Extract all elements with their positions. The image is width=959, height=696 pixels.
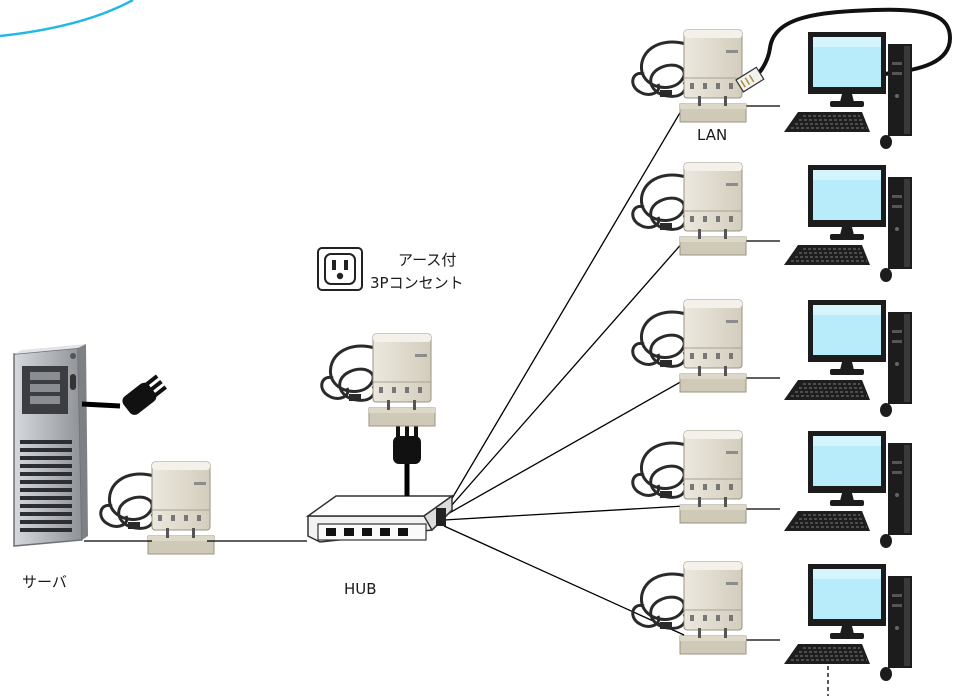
plc-adapter-icon: [631, 298, 748, 394]
desktop-pc-icon: [783, 31, 913, 150]
server-tower-icon: [13, 344, 88, 547]
hub-label: HUB: [344, 580, 377, 598]
plc-adapter-icon: [631, 161, 748, 257]
power-plug-icon: [81, 374, 167, 415]
lan-cable-icon: [735, 7, 953, 93]
desktop-pc-icon: [783, 299, 913, 418]
plc-adapter-icon: [631, 28, 748, 124]
connection-lines: [84, 105, 780, 641]
plc-adapter-icon: [631, 429, 748, 525]
hub-power-plug-icon: [393, 422, 421, 496]
outlet-label-line1: アース付: [398, 251, 456, 269]
desktop-pc-icon: [783, 430, 913, 549]
desktop-pc-icon: [783, 563, 913, 682]
decorative-arc: [0, 0, 134, 38]
plc-adapter-icon: [320, 332, 437, 428]
lan-label: LAN: [697, 126, 727, 144]
outlet-label-line2: 3Pコンセント: [370, 274, 464, 292]
plc-adapter-icon: [631, 560, 748, 656]
server-label: サーバ: [22, 573, 67, 591]
plc-adapter-icon: [99, 460, 216, 556]
client-pcs: [783, 31, 913, 682]
network-hub-icon: [305, 494, 455, 543]
client-adapters: [631, 28, 748, 656]
desktop-pc-icon: [783, 164, 913, 283]
grounded-outlet-icon: [317, 247, 363, 291]
